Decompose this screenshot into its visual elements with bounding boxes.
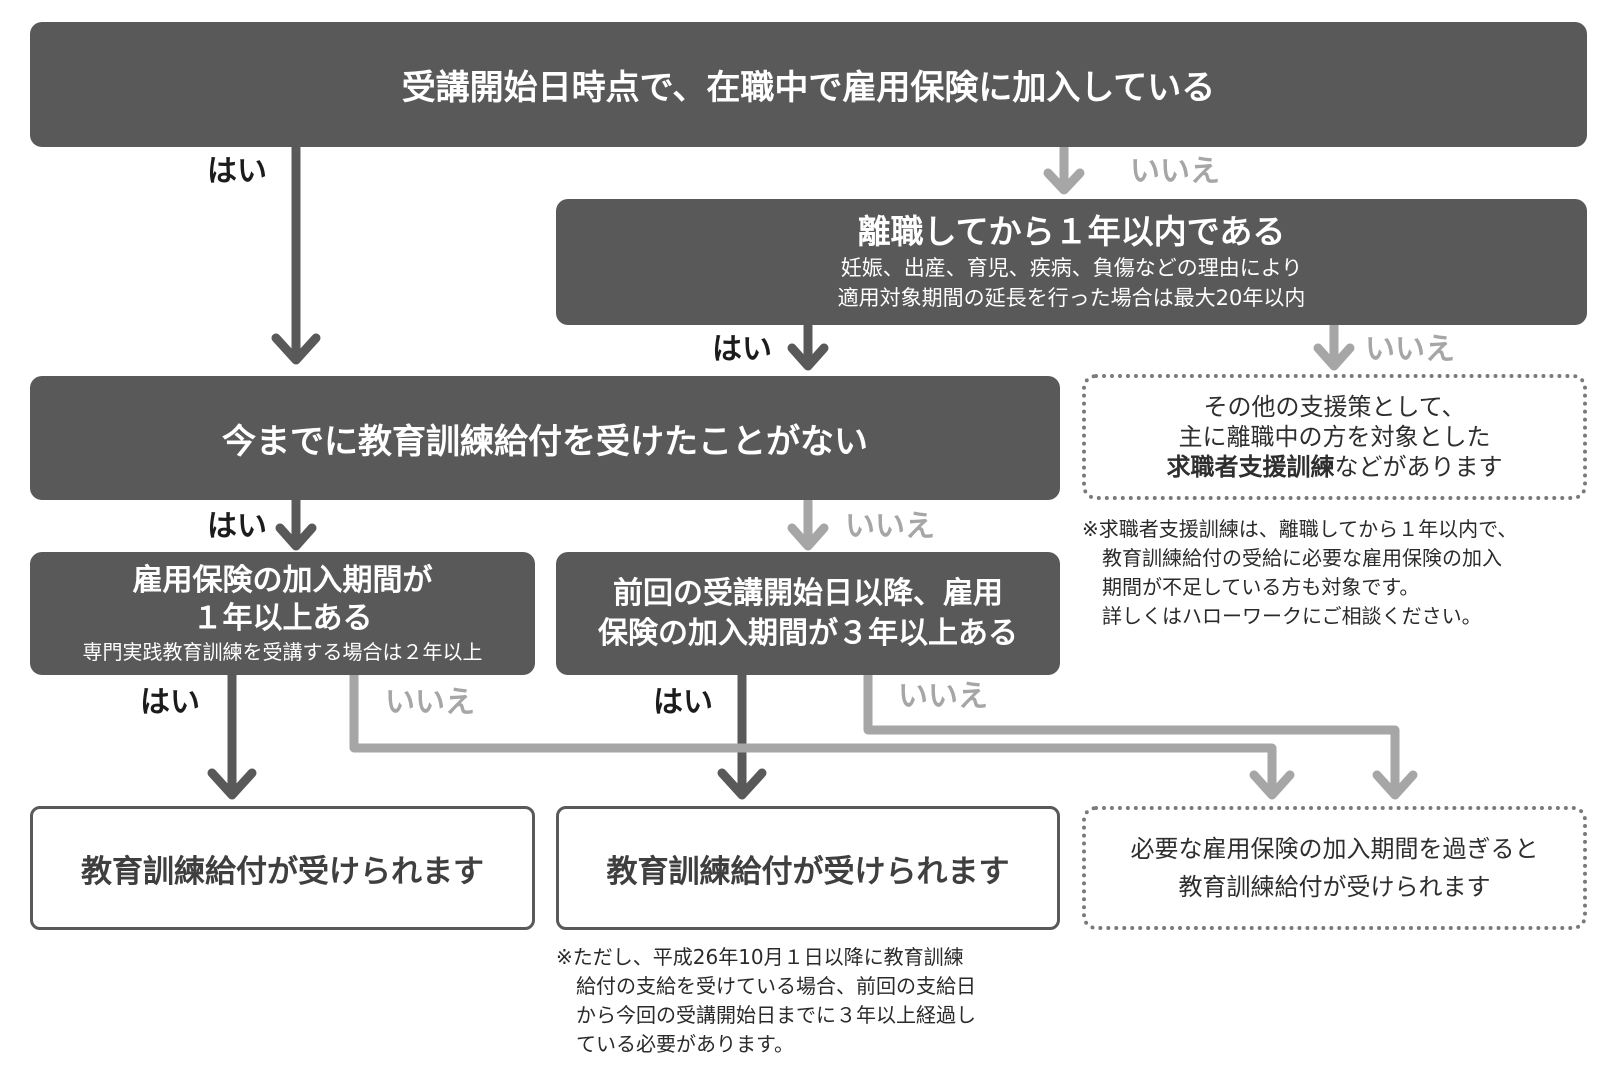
- arrow-q1-yes: [271, 143, 321, 365]
- label-q4-no: いいえ: [385, 685, 475, 720]
- other-support-line3: 求職者支援訓練などがあります: [1167, 452, 1503, 482]
- result-eligible-1: 教育訓練給付が受けられます: [30, 806, 535, 930]
- arrow-q1-no: [1043, 143, 1085, 195]
- label-q3-yes: はい: [207, 509, 267, 544]
- arrow-q3-yes: [275, 487, 317, 551]
- previous-benefit-note: ※ただし、平成26年10月１日以降に教育訓練 給付の支給を受けている場合、前回の…: [556, 945, 976, 1056]
- question-within-one-year-sub1: 妊娠、出産、育児、疾病、負傷などの理由により: [840, 256, 1303, 280]
- question-employed-insured: 受講開始日時点で、在職中で雇用保険に加入している: [30, 22, 1587, 147]
- yes-arrows: [207, 143, 829, 800]
- job-seeker-training-text: 求職者支援訓練: [1166, 453, 1335, 481]
- question-within-one-year-title: 離職してから１年以内である: [857, 212, 1286, 251]
- other-support-box: その他の支援策として、 主に離職中の方を対象とした 求職者支援訓練などがあります: [1082, 374, 1587, 500]
- label-q5-yes: はい: [653, 685, 713, 720]
- question-insured-one-year-sub: 専門実践教育訓練を受講する場合は２年以上: [82, 639, 483, 664]
- arrow-q2-yes: [787, 321, 829, 371]
- result-eligible-after-period: 必要な雇用保険の加入期間を過ぎると 教育訓練給付が受けられます: [1082, 806, 1587, 930]
- result-eligible-after-period-line2: 教育訓練給付が受けられます: [1178, 873, 1491, 901]
- question-insured-one-year-line1: 雇用保険の加入期間が: [132, 562, 433, 598]
- other-support-line2: 主に離職中の方を対象とした: [1178, 423, 1491, 451]
- label-q5-no: いいえ: [898, 679, 988, 714]
- arrow-q5-no: [863, 667, 1418, 800]
- question-insured-three-years-line1: 前回の受講開始日以降、雇用: [613, 575, 1003, 611]
- label-q2-yes: はい: [712, 332, 772, 367]
- label-q4-yes: はい: [140, 685, 200, 720]
- question-insured-one-year-line2: １年以上ある: [192, 600, 373, 636]
- result-eligible-1-text: 教育訓練給付が受けられます: [81, 853, 484, 890]
- question-within-one-year-sub2: 適用対象期間の延長を行った場合は最大20年以内: [837, 286, 1306, 310]
- result-eligible-2: 教育訓練給付が受けられます: [556, 806, 1060, 930]
- result-eligible-2-text: 教育訓練給付が受けられます: [606, 853, 1010, 890]
- arrow-q4-yes: [207, 667, 257, 800]
- label-q1-yes: はい: [207, 154, 267, 189]
- arrow-q2-no: [1313, 321, 1355, 371]
- other-support-rest: などがあります: [1334, 453, 1503, 481]
- label-q3-no: いいえ: [845, 509, 935, 544]
- label-q2-no: いいえ: [1365, 332, 1455, 367]
- no-arrows: [349, 143, 1418, 800]
- arrow-q4-no: [349, 667, 1295, 800]
- question-within-one-year: 離職してから１年以内である 妊娠、出産、育児、疾病、負傷などの理由により 適用対…: [556, 199, 1587, 325]
- result-eligible-after-period-line1: 必要な雇用保険の加入期間を過ぎると: [1130, 835, 1539, 863]
- question-insured-three-years-line2: 保険の加入期間が３年以上ある: [598, 615, 1018, 651]
- job-seeker-training-note: ※求職者支援訓練は、離職してから１年以内で、 教育訓練給付の受給に必要な雇用保険…: [1082, 517, 1518, 628]
- question-never-received-benefit: 今までに教育訓練給付を受けたことがない: [30, 376, 1060, 500]
- other-support-line1: その他の支援策として、: [1203, 393, 1466, 421]
- label-q1-no: いいえ: [1130, 154, 1220, 189]
- question-employed-insured-text: 受講開始日時点で、在職中で雇用保険に加入している: [401, 68, 1216, 108]
- question-never-received-benefit-text: 今までに教育訓練給付を受けたことがない: [222, 421, 868, 462]
- arrow-q3-no: [787, 489, 829, 551]
- question-insured-three-years: 前回の受講開始日以降、雇用 保険の加入期間が３年以上ある: [556, 552, 1060, 675]
- arrow-q5-yes: [717, 667, 767, 800]
- question-insured-one-year: 雇用保険の加入期間が １年以上ある 専門実践教育訓練を受講する場合は２年以上: [30, 552, 535, 675]
